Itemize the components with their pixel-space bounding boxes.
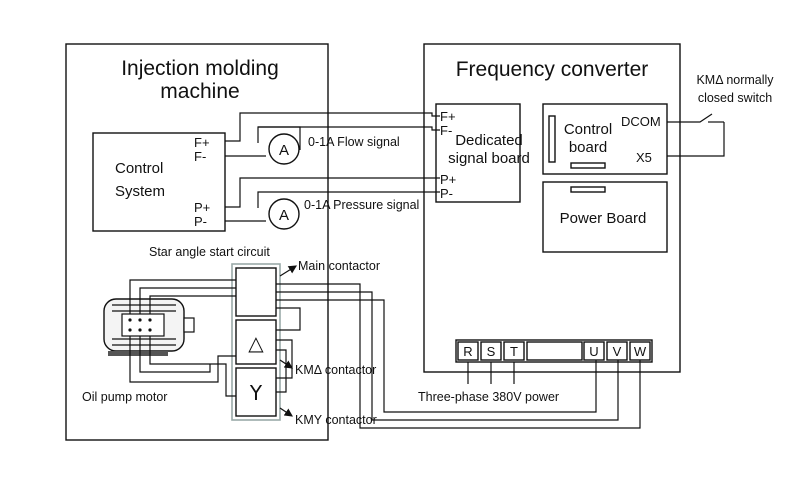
- main-contactor-label: Main contactor: [298, 259, 380, 273]
- terminal-r-box[interactable]: [457, 341, 479, 361]
- terminal-w-label: W: [634, 344, 647, 359]
- fc-port-f-minus: F-: [440, 123, 452, 138]
- terminal-u-box[interactable]: [583, 341, 605, 361]
- terminal-t-label: T: [510, 344, 518, 359]
- control-board-connector-vertical: [548, 115, 556, 163]
- main-contactor[interactable]: [235, 267, 277, 317]
- terminal-s-label: S: [487, 344, 496, 359]
- injection-molding-machine-frame: [65, 43, 329, 441]
- power-board-connector: [570, 186, 606, 193]
- kmd-switch-label-line1: KMΔ normally: [696, 73, 774, 87]
- control-system-box: [92, 132, 226, 232]
- control-system-label-line2: System: [115, 183, 165, 200]
- oil-pump-motor-label: Oil pump motor: [82, 390, 167, 404]
- kmd-normally-closed-switch[interactable]: [667, 113, 725, 157]
- terminal-w-box[interactable]: [629, 341, 651, 361]
- pressure-signal-wires: [225, 177, 440, 222]
- star-angle-circuit-label: Star angle start circuit: [149, 245, 270, 259]
- terminal-s-box[interactable]: [480, 341, 502, 361]
- terminal-t-box[interactable]: [503, 341, 525, 361]
- imm-port-f-plus: F+: [194, 135, 210, 150]
- kmd-contactor[interactable]: [235, 319, 277, 365]
- y-symbol: Y: [249, 381, 263, 405]
- kmy-contactor-label: KMY contactor: [295, 413, 377, 427]
- terminal-u-label: U: [589, 344, 598, 359]
- terminal-v-box[interactable]: [606, 341, 628, 361]
- pressure-signal-label: 0-1A Pressure signal: [304, 198, 419, 212]
- flow-signal-label: 0-1A Flow signal: [308, 135, 400, 149]
- fc-port-f-plus: F+: [440, 109, 456, 124]
- terminal-r-label: R: [463, 344, 472, 359]
- frequency-converter-frame: [423, 43, 681, 373]
- pressure-ammeter-symbol: A: [279, 207, 289, 224]
- imm-port-p-plus: P+: [194, 200, 210, 215]
- power-board: [542, 181, 668, 253]
- star-angle-circuit-frame: [231, 263, 281, 421]
- fc-port-p-plus: P+: [440, 172, 456, 187]
- dedicated-board-label-line2: signal board: [448, 150, 530, 167]
- oil-pump-motor[interactable]: [103, 298, 195, 356]
- fc-port-p-minus: P-: [440, 186, 453, 201]
- flow-ammeter-symbol: A: [279, 142, 289, 159]
- control-board-label-line2: board: [569, 139, 607, 156]
- flow-ammeter: [268, 133, 300, 165]
- control-board: [542, 103, 668, 175]
- pressure-ammeter: [268, 198, 300, 230]
- kmd-switch-label-line2: closed switch: [698, 91, 772, 105]
- motor-contactor-wires: [129, 279, 641, 429]
- dedicated-signal-board: [435, 103, 521, 203]
- control-board-label-line1: Control: [564, 121, 612, 138]
- three-phase-power-label: Three-phase 380V power: [418, 390, 559, 404]
- dedicated-board-label-line1: Dedicated: [455, 132, 523, 149]
- power-board-label: Power Board: [560, 210, 647, 227]
- terminal-strip: [455, 339, 653, 363]
- terminal-v-label: V: [613, 344, 622, 359]
- three-phase-leads: [467, 362, 515, 384]
- imm-port-p-minus: P-: [194, 214, 207, 229]
- imm-title-line1: Injection molding: [121, 57, 279, 80]
- kmd-contactor-label: KMΔ contactor: [295, 363, 376, 377]
- frequency-converter-title: Frequency converter: [456, 58, 649, 81]
- x5-terminal: X5: [636, 150, 652, 165]
- delta-symbol: △: [248, 331, 264, 355]
- control-system-label-line1: Control: [115, 160, 163, 177]
- imm-port-f-minus: F-: [194, 149, 206, 164]
- terminal-blank: [526, 341, 583, 361]
- contactor-callouts: [279, 265, 298, 417]
- dcom-terminal: DCOM: [621, 114, 661, 129]
- imm-title-line2: machine: [160, 80, 239, 103]
- control-board-connector-horizontal: [570, 162, 606, 169]
